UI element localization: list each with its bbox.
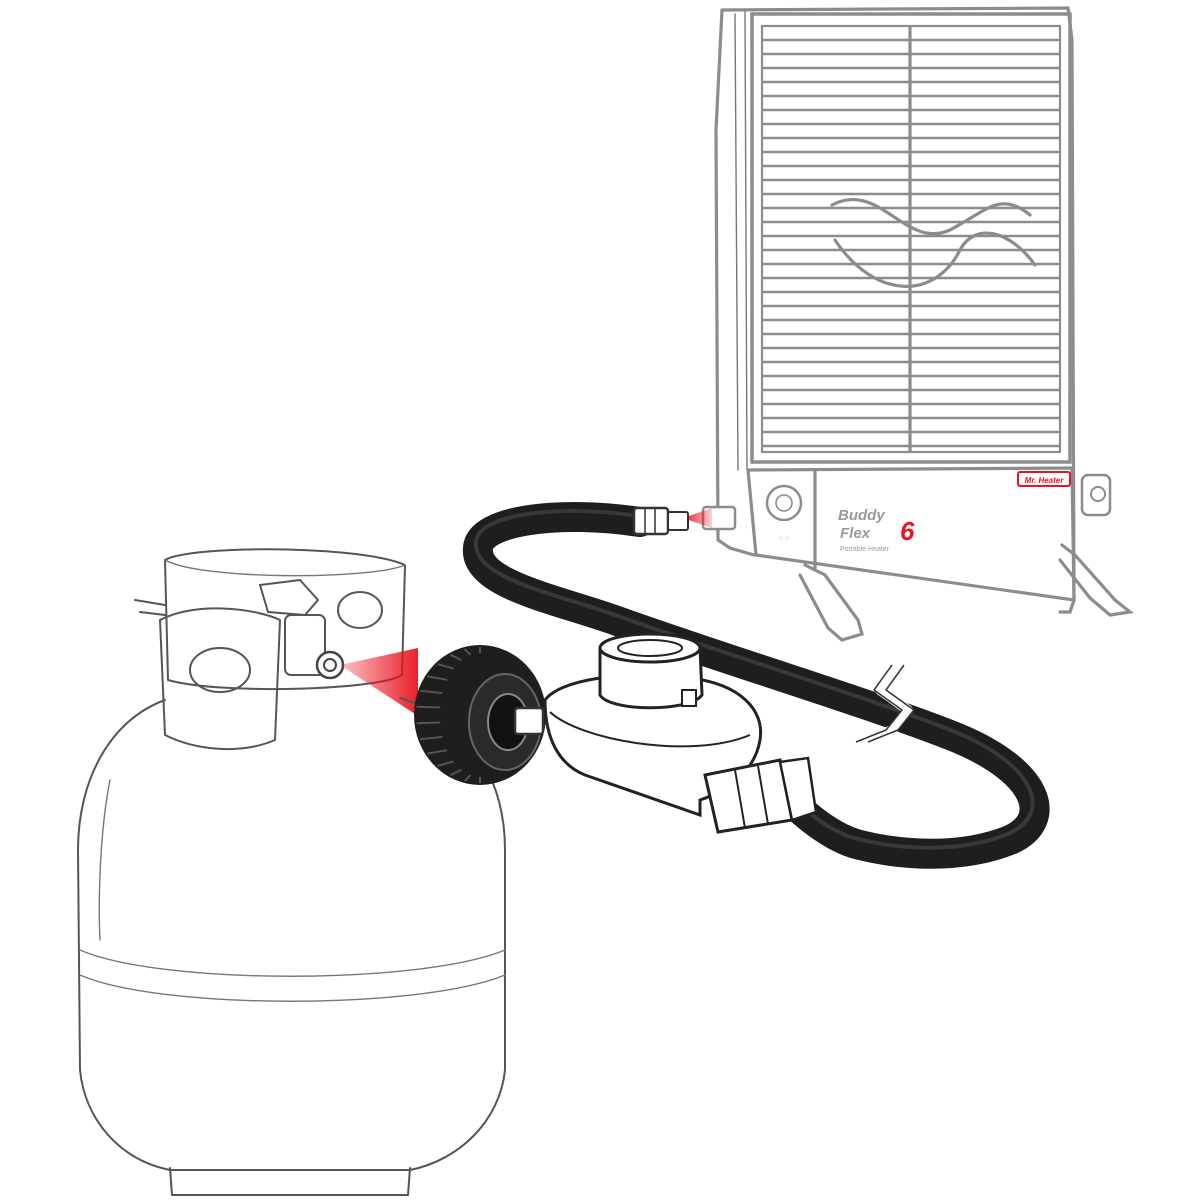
heater-brand-line1: Buddy: [838, 507, 885, 524]
regulator-outlet-ridge-2: [757, 765, 769, 825]
portable-heater: ○ ○ Mr. Heater Buddy Flex 6 Portable Hea…: [683, 6, 1134, 642]
heater-side-knob: [1080, 473, 1112, 517]
tank-seam-lower: [79, 974, 506, 1002]
tank-body-shade-line: [98, 779, 111, 941]
heater-model-number: 6: [900, 516, 915, 546]
regulator-inlet-stem: [513, 706, 545, 736]
tank-foot-ring: [169, 1167, 411, 1196]
regulator-hose-crimp: [778, 756, 818, 822]
pressure-regulator: [414, 632, 818, 834]
heater-grille-bars: [762, 38, 1060, 448]
tank-collar-front-plate: [159, 607, 281, 750]
regulator-nut-knurl: [449, 768, 462, 777]
tank-collar-tab: [134, 599, 166, 616]
heater-brand-badge-text: Mr. Heater: [1025, 476, 1065, 485]
heater-base-panel: [746, 466, 1076, 602]
heater-housing-edge: [734, 11, 748, 471]
hose-heater-connector: [632, 506, 670, 536]
heater-side-knob-cap: [1090, 486, 1106, 502]
tank-collar-handle-hole-left: [189, 647, 251, 693]
heater-control-caption: ○ ○: [779, 535, 789, 542]
heater-control-knob-center: [775, 494, 793, 512]
regulator-body-seam: [549, 711, 751, 748]
regulator-outlet-ridge-1: [734, 769, 746, 829]
regulator-nut-knurl: [463, 774, 472, 782]
tank-collar-rim: [164, 559, 406, 577]
regulator-nut-knurl: [449, 653, 462, 662]
tank-seam-upper: [79, 949, 506, 977]
regulator-nut-knurl: [437, 760, 454, 767]
heater-housing-outline: [714, 6, 1076, 614]
hose-highlight: [473, 509, 1035, 850]
regulator-bonnet-vent: [617, 639, 683, 657]
hose-break-mark-gap: [860, 662, 913, 747]
regulator-nut-knurl: [420, 689, 443, 694]
regulator-nut-knurl: [427, 749, 448, 755]
regulator-vent-tab: [681, 689, 697, 707]
tank-collar-handle-hole-right: [337, 591, 383, 629]
heater-flame-swoosh-upper: [830, 197, 1032, 236]
regulator-nut-knurls: [416, 647, 481, 783]
regulator-nut-knurl: [427, 675, 448, 681]
heater-grille-frame: [750, 12, 1072, 464]
heater-leg-right: [1058, 543, 1134, 617]
regulator-nut-knurl: [416, 705, 441, 709]
propane-tank: [77, 548, 506, 1196]
regulator-nut-knurl: [416, 721, 441, 725]
regulator-nut-knurl: [463, 648, 472, 656]
heater-brand-line2: Flex: [840, 525, 871, 542]
hose-heater-connector-nut: [667, 511, 689, 531]
tank-valve-handwheel: [259, 579, 319, 616]
tank-valve-body: [284, 614, 326, 676]
heater-brand-badge: [1017, 471, 1071, 487]
heater-leg-left: [798, 563, 864, 642]
heater-control-knob: [765, 484, 803, 522]
heater-flame-swoosh-lower: [833, 231, 1037, 288]
tank-valve-outlet: [315, 650, 345, 680]
tank-body: [77, 697, 506, 1171]
regulator-bonnet-top: [598, 632, 702, 664]
heater-tagline: Portable Heater: [840, 546, 890, 553]
tank-outlet-connection-highlight: [340, 648, 418, 716]
regulator-nut-knurl: [437, 663, 454, 670]
hose-break-mark-line-a: [855, 664, 903, 743]
heater-inlet-highlight: [683, 508, 712, 528]
hose-break-mark-line-b: [867, 664, 915, 743]
tank-valve-outlet-bore: [323, 658, 337, 672]
regulator-nut-knurl: [420, 736, 443, 741]
gas-hose: [463, 502, 1050, 869]
